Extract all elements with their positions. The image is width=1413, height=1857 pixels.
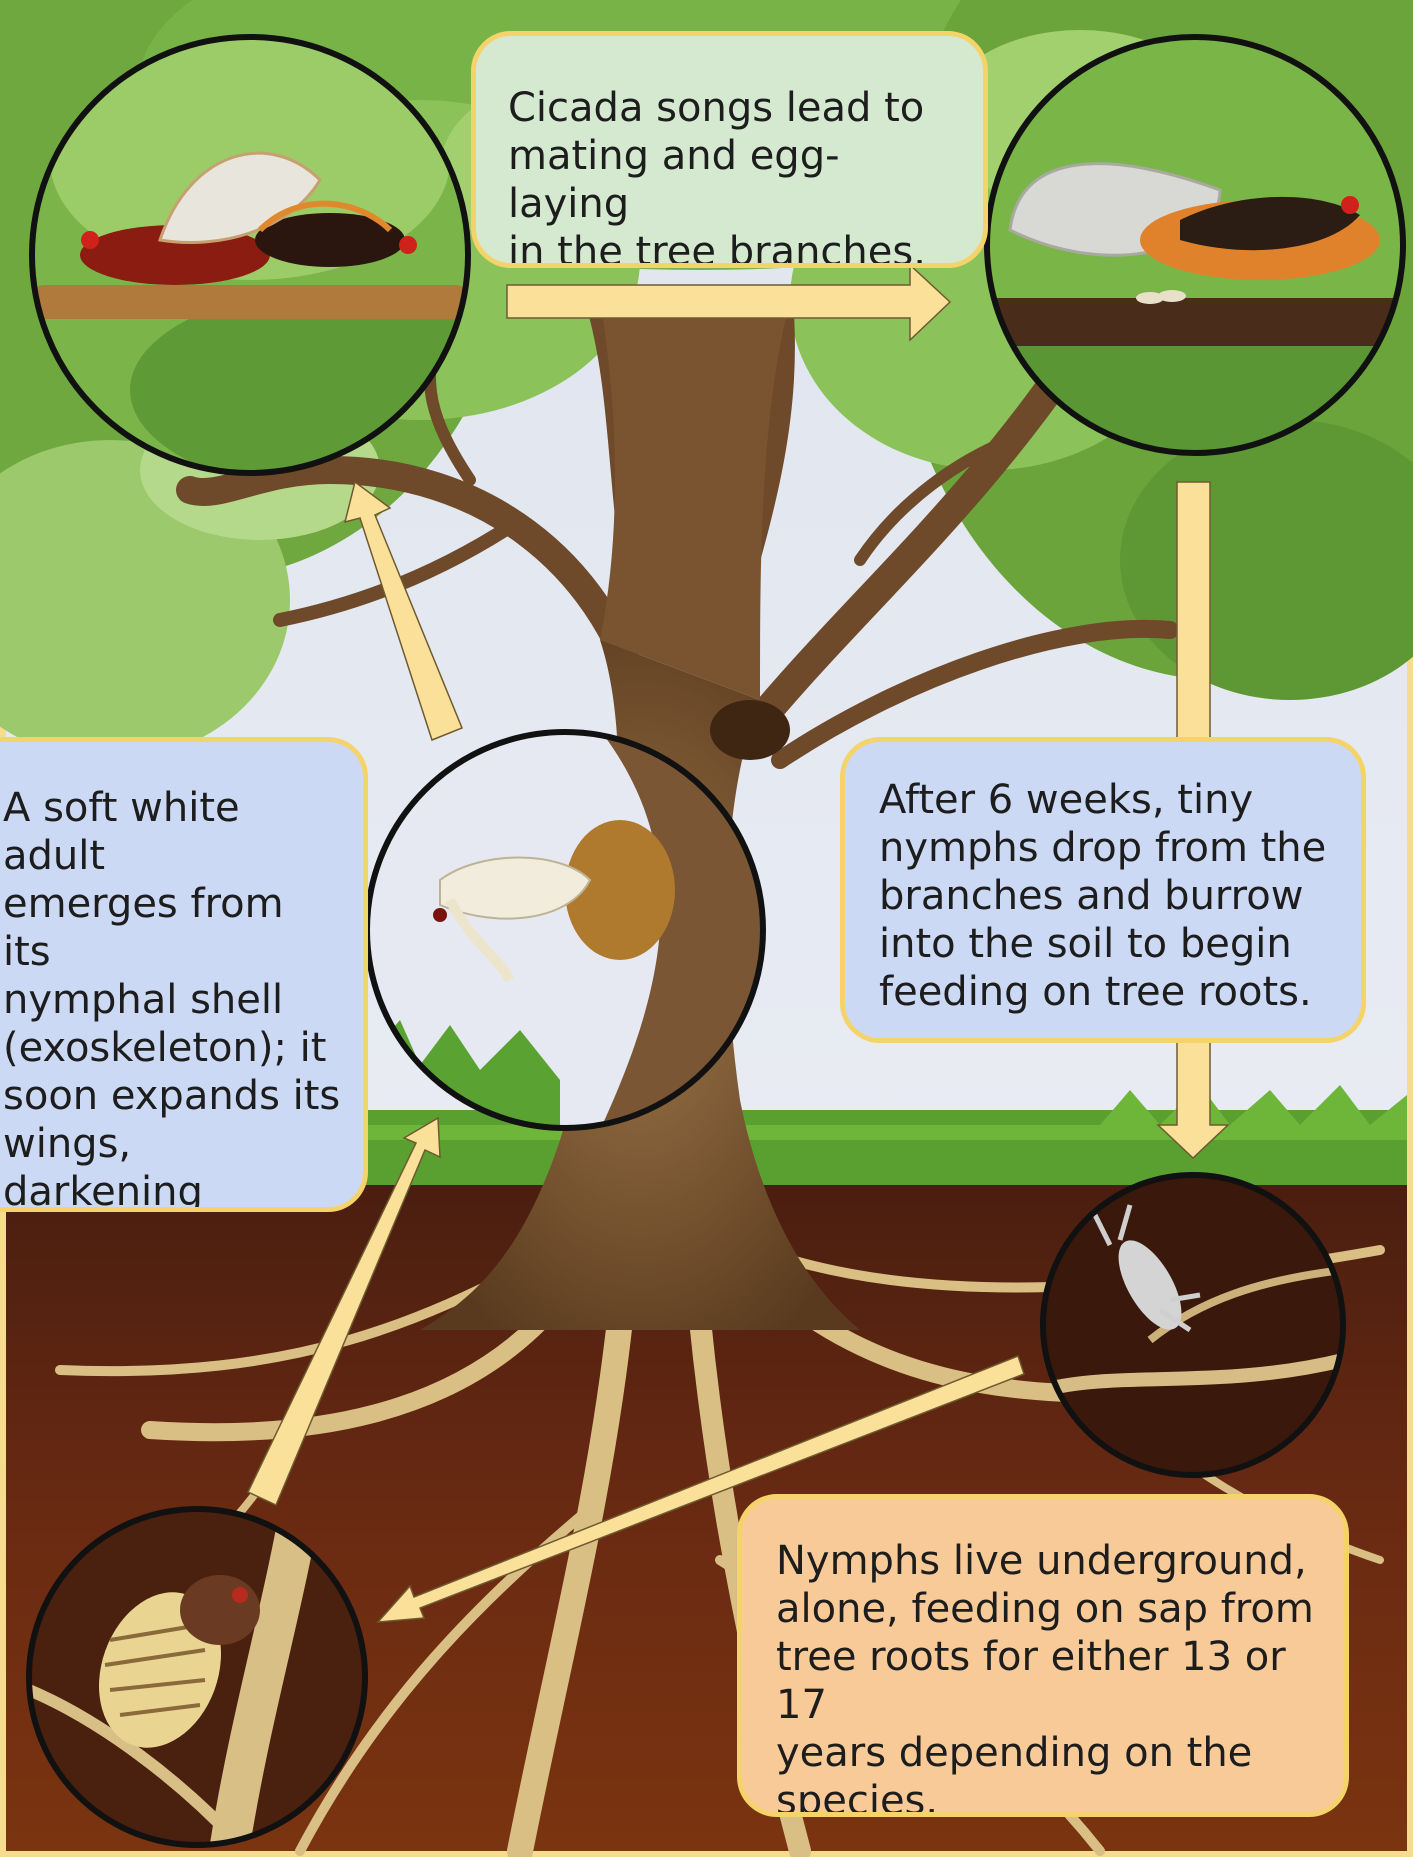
emergence-illustration [365, 730, 765, 1130]
mating-caption-box: Cicada songs lead to mating and egg-layi… [471, 31, 988, 268]
young-nymph-illustration [1043, 1175, 1343, 1475]
emergence-caption: A soft white adult emerges from its nymp… [3, 784, 343, 1212]
underground-caption: Nymphs live underground, alone, feeding … [776, 1537, 1324, 1817]
egg-laying-illustration [985, 35, 1405, 460]
underground-caption-box: Nymphs live underground, alone, feeding … [737, 1494, 1349, 1817]
trunk-knot [710, 700, 790, 760]
emergence-caption-box: A soft white adult emerges from its nymp… [0, 737, 368, 1212]
hatch-drop-caption: After 6 weeks, tiny nymphs drop from the… [879, 776, 1341, 1016]
hatch-drop-caption-box: After 6 weeks, tiny nymphs drop from the… [840, 737, 1366, 1043]
mature-nymph-illustration [29, 1509, 365, 1845]
mating-caption: Cicada songs lead to mating and egg-layi… [508, 84, 953, 268]
